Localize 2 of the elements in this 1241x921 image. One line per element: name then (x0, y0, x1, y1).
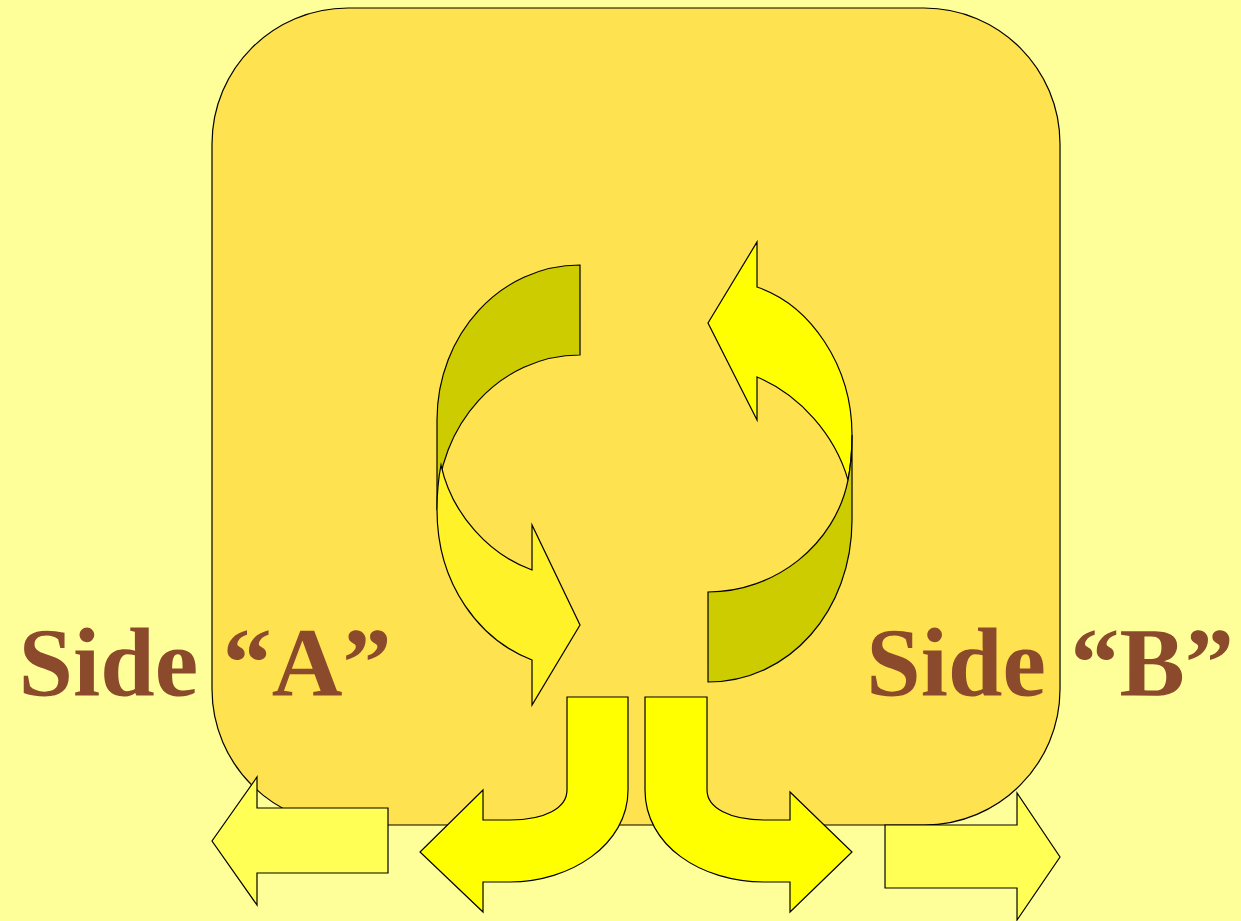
side-label: Side “A” (23, 627, 388, 697)
side-label: Side “B” (871, 627, 1230, 697)
